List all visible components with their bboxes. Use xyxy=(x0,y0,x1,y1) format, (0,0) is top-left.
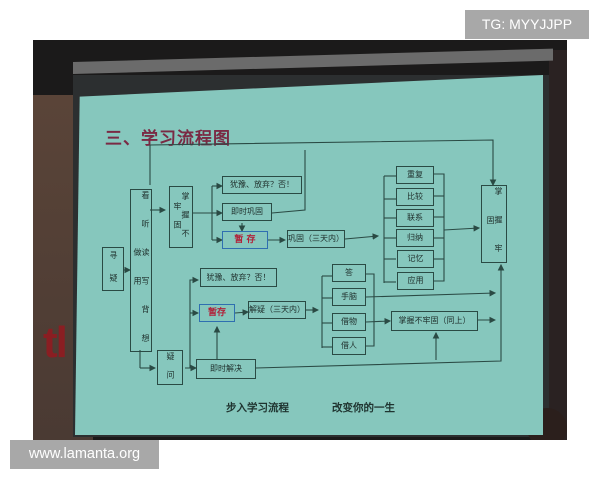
node-upper-immediate-consolidate: 即时巩固 xyxy=(222,203,272,221)
node-method-apply: 应用 xyxy=(397,272,434,290)
node-resource-materials: 借物 xyxy=(332,313,366,331)
node-lower-solve-3days: 解疑（三天内） xyxy=(248,301,306,319)
watermark-top-right: TG: MYYJJPP xyxy=(465,10,589,39)
node-method-summarize: 归纳 xyxy=(396,229,434,247)
node-upper-give-up: 犹豫、放弃？否！ xyxy=(222,176,302,194)
node-not-solid: 掌 握 不 牢 固 xyxy=(169,186,193,248)
node-resource-ask: 答 xyxy=(332,264,366,282)
node-lower-give-up: 犹豫、放弃？否！ xyxy=(200,268,277,287)
node-mastered: 掌 握 牢 固 xyxy=(481,185,507,263)
slide-footer-right: 改变你的一生 xyxy=(332,402,395,414)
node-lower-immediate-solve: 即时解决 xyxy=(196,359,256,379)
node-method-memorize: 记忆 xyxy=(397,250,434,268)
node-method-compare: 比较 xyxy=(396,188,434,206)
watermark-bottom-left: www.lamanta.org xyxy=(10,440,159,469)
slide-footer-left: 步入学习流程 xyxy=(226,402,289,414)
node-methods: 看 听 读 写 背 想 做 用 xyxy=(130,189,152,352)
node-method-connect: 联系 xyxy=(396,209,434,227)
wall-sign: tl xyxy=(43,318,68,367)
node-lower-temp-store: 暂存 xyxy=(199,304,235,322)
node-resource-people: 借人 xyxy=(332,337,366,355)
node-upper-temp-store: 暂 存 xyxy=(222,231,268,249)
node-method-repeat: 重复 xyxy=(396,166,434,184)
projector-screen xyxy=(75,75,543,435)
node-question: 疑 问 xyxy=(157,350,183,385)
node-preview: 寻 疑 xyxy=(102,247,124,291)
node-upper-consolidate-3days: 巩固（三天内） xyxy=(287,230,345,248)
node-lower-not-solid: 掌握不牢固（同上） xyxy=(391,311,478,331)
wall-right xyxy=(549,50,567,440)
node-resource-brain: 手脑 xyxy=(332,288,366,306)
